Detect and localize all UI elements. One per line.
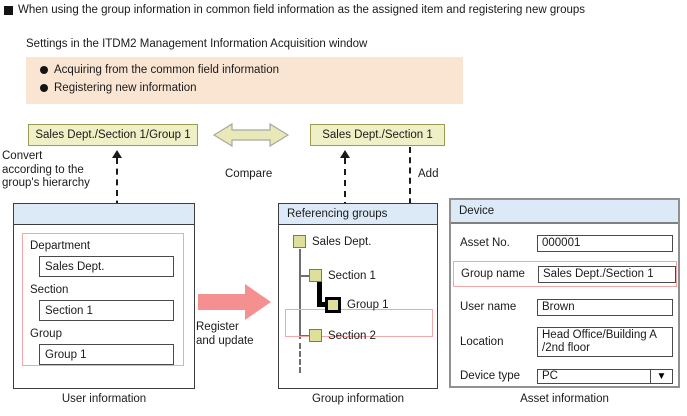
double-headed-arrow-icon — [212, 122, 290, 148]
group-node-highlight — [285, 309, 433, 337]
folder-icon — [293, 235, 306, 248]
location-field[interactable]: Head Office/Building A /2nd floor — [537, 327, 673, 357]
converted-group-path-chip: Sales Dept./Section 1/Group 1 — [28, 124, 198, 146]
device-type-row: Device type PC ▼ — [457, 364, 673, 388]
group-panel-caption: Group information — [311, 393, 405, 405]
convert-annotation-line: Convert — [2, 150, 43, 162]
tree-node-sales-dept[interactable]: Sales Dept. — [293, 235, 371, 248]
group-panel-header: Referencing groups — [279, 204, 437, 225]
device-type-select[interactable]: PC ▼ — [537, 368, 673, 384]
tree-node-label: Sales Dept. — [312, 235, 372, 248]
group-name-row: Group name Sales Dept./Section 1 — [453, 261, 677, 287]
tree-node-group-1[interactable]: Group 1 — [325, 297, 389, 313]
black-square-bullet-icon — [4, 5, 13, 15]
group-name-field[interactable]: Sales Dept./Section 1 — [538, 265, 676, 283]
user-panel-header — [14, 204, 194, 225]
user-name-field[interactable]: Brown — [537, 298, 673, 316]
chevron-down-icon[interactable]: ▼ — [650, 369, 672, 383]
location-row: Location Head Office/Building A /2nd flo… — [457, 324, 673, 360]
group-field[interactable]: Group 1 — [39, 344, 174, 365]
black-disc-bullet-icon — [40, 66, 48, 74]
tree-selected-connector — [317, 279, 322, 307]
tree-connector — [299, 275, 310, 277]
folder-icon-selected — [325, 297, 341, 313]
register-annotation-line: Register — [196, 321, 239, 333]
location-label: Location — [460, 336, 504, 348]
user-panel-caption: User information — [61, 393, 147, 405]
device-type-value: PC — [542, 369, 558, 382]
black-disc-bullet-icon — [40, 84, 48, 92]
asset-no-label: Asset No. — [460, 237, 510, 249]
device-type-label: Device type — [460, 370, 521, 382]
asset-information-panel: Device Asset No. 000001 Group name Sales… — [449, 198, 680, 388]
register-annotation-line: and update — [196, 335, 254, 347]
device-panel-header: Device — [451, 200, 678, 224]
group-label: Group — [30, 328, 62, 340]
convert-annotation: Convert according to the group's hierarc… — [2, 150, 90, 191]
tree-node-section-1[interactable]: Section 1 — [309, 269, 376, 282]
section-label: Section — [30, 284, 69, 296]
settings-item: Registering new information — [40, 82, 197, 94]
page-heading: When using the group information in comm… — [4, 4, 585, 16]
group-tree: Sales Dept. Section 1 Group 1 Section 2 — [279, 225, 439, 389]
convert-arrowhead-icon — [112, 150, 122, 158]
department-label: Department — [30, 240, 91, 252]
tree-node-label: Section 2 — [328, 329, 376, 342]
add-annotation: Add — [418, 168, 439, 180]
add-dashed-line — [409, 147, 411, 235]
compare-arrowhead-icon — [340, 150, 350, 158]
asset-no-field[interactable]: 000001 — [537, 234, 673, 252]
tree-node-section-2[interactable]: Section 2 — [309, 329, 376, 342]
tree-trunk-line — [299, 249, 301, 339]
asset-no-row: Asset No. 000001 — [457, 231, 673, 255]
compare-dashed-line — [344, 158, 346, 208]
user-name-label: User name — [460, 301, 517, 313]
tree-node-label: Group 1 — [347, 299, 389, 311]
convert-dashed-line — [116, 158, 118, 228]
user-fields-highlight: Department Sales Dept. Section Section 1… — [22, 233, 184, 366]
compare-annotation: Compare — [225, 168, 273, 180]
user-name-row: User name Brown — [457, 295, 673, 319]
group-name-label: Group name — [461, 268, 525, 280]
user-information-panel: Department Sales Dept. Section Section 1… — [13, 203, 195, 389]
existing-group-path-chip: Sales Dept./Section 1 — [310, 124, 445, 146]
department-field[interactable]: Sales Dept. — [39, 256, 174, 277]
convert-annotation-line: group's hierarchy — [2, 177, 90, 189]
convert-annotation-line: according to the — [2, 163, 84, 176]
tree-node-label: Section 1 — [328, 269, 376, 282]
page-heading-text: When using the group information in comm… — [18, 4, 586, 16]
settings-box: Acquiring from the common field informat… — [26, 57, 463, 104]
asset-panel-caption: Asset information — [520, 393, 609, 405]
settings-item-label: Acquiring from the common field informat… — [54, 64, 279, 76]
group-information-panel: Referencing groups Sales Dept. Section 1… — [278, 203, 438, 389]
tree-trunk-dashed-tail — [299, 343, 301, 373]
settings-item-label: Registering new information — [54, 82, 197, 94]
folder-icon — [309, 329, 322, 342]
settings-item: Acquiring from the common field informat… — [40, 64, 279, 76]
register-annotation: Register and update — [196, 320, 254, 348]
tree-selected-connector — [317, 302, 329, 307]
section-field[interactable]: Section 1 — [39, 300, 174, 321]
folder-icon — [309, 269, 322, 282]
right-arrow-icon — [198, 283, 272, 321]
settings-label: Settings in the ITDM2 Management Informa… — [26, 38, 368, 50]
